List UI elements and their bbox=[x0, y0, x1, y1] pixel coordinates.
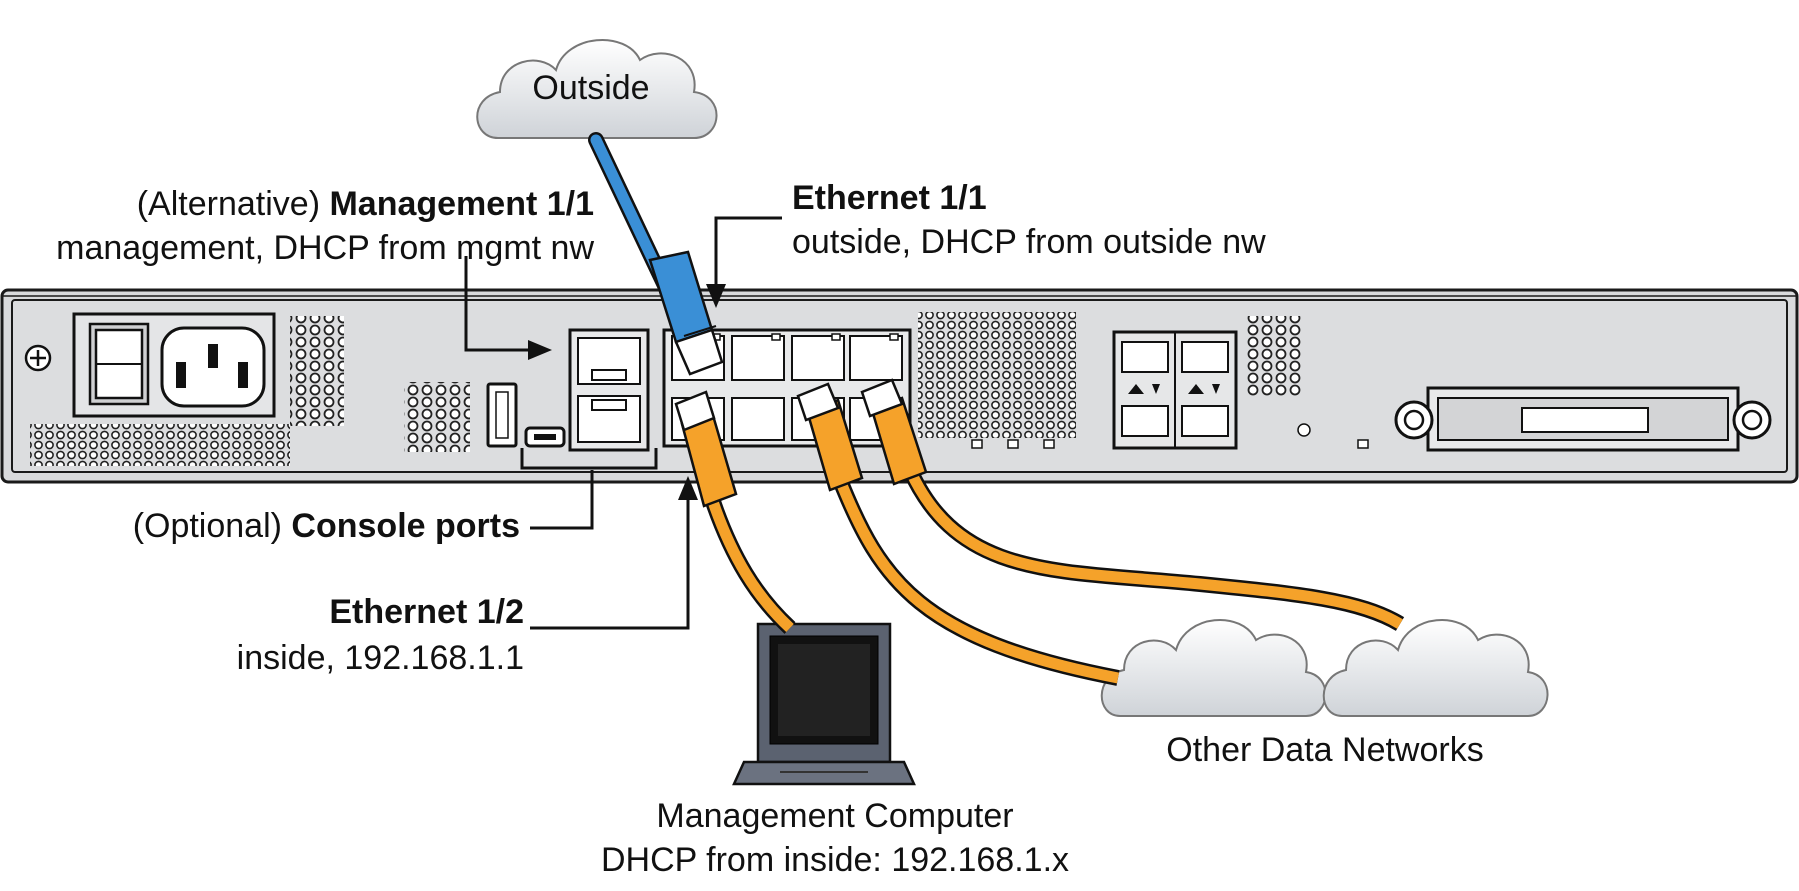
ethernet-1-2-label: Ethernet 1/2 bbox=[0, 592, 524, 632]
console-label: (Optional) Console ports bbox=[0, 506, 520, 546]
status-leds bbox=[971, 423, 1369, 449]
callout-ethernet-1-1 bbox=[714, 216, 782, 290]
callout-console bbox=[530, 470, 594, 530]
data-cable-2 bbox=[860, 378, 1405, 631]
other-networks-cloud-right bbox=[1322, 619, 1549, 717]
network-module-slot bbox=[1394, 386, 1772, 452]
management-label: (Alternative) Management 1/1 bbox=[0, 184, 594, 224]
ethernet-1-1-label: Ethernet 1/1 bbox=[792, 178, 987, 218]
arrow-ethernet-1-1 bbox=[706, 284, 726, 308]
management-prefix: (Alternative) bbox=[136, 185, 330, 223]
console-prefix: (Optional) bbox=[132, 507, 292, 545]
arrow-ethernet-1-2 bbox=[678, 476, 698, 500]
console-ports-name: Console ports bbox=[291, 507, 520, 545]
other-networks-cloud-left bbox=[1100, 619, 1327, 717]
outside-cloud-label: Outside bbox=[532, 69, 650, 107]
inside-cable-laptop bbox=[674, 390, 796, 634]
usb-port bbox=[486, 382, 518, 448]
management-desc: management, DHCP from mgmt nw bbox=[56, 229, 594, 267]
other-networks-label: Other Data Networks bbox=[1166, 731, 1484, 769]
callout-management bbox=[464, 256, 530, 352]
management-computer-label: Management Computer bbox=[656, 797, 1014, 835]
console-ports-bracket bbox=[520, 448, 658, 470]
arrow-management bbox=[528, 340, 552, 360]
management-computer-desc: DHCP from inside: 192.168.1.x bbox=[600, 841, 1070, 879]
power-module bbox=[72, 312, 276, 418]
data-cable-1 bbox=[796, 382, 1120, 686]
chassis-screw-left bbox=[24, 344, 52, 372]
callout-ethernet-1-2 bbox=[530, 496, 690, 630]
management-port-name: Management 1/1 bbox=[329, 185, 594, 223]
outside-cable bbox=[588, 132, 724, 376]
ethernet-1-2-desc: inside, 192.168.1.1 bbox=[236, 639, 524, 677]
outside-cloud bbox=[476, 39, 718, 139]
mini-usb-console-port bbox=[524, 426, 566, 448]
management-console-port-stack bbox=[568, 328, 650, 452]
ethernet-1-1-desc: outside, DHCP from outside nw bbox=[792, 223, 1266, 261]
ethernet-1-2-name: Ethernet 1/2 bbox=[329, 593, 524, 631]
sfp-port-block bbox=[1112, 330, 1238, 450]
management-computer-laptop bbox=[732, 622, 916, 786]
vent-grilles bbox=[30, 312, 1302, 466]
ethernet-1-1-name: Ethernet 1/1 bbox=[792, 179, 987, 217]
